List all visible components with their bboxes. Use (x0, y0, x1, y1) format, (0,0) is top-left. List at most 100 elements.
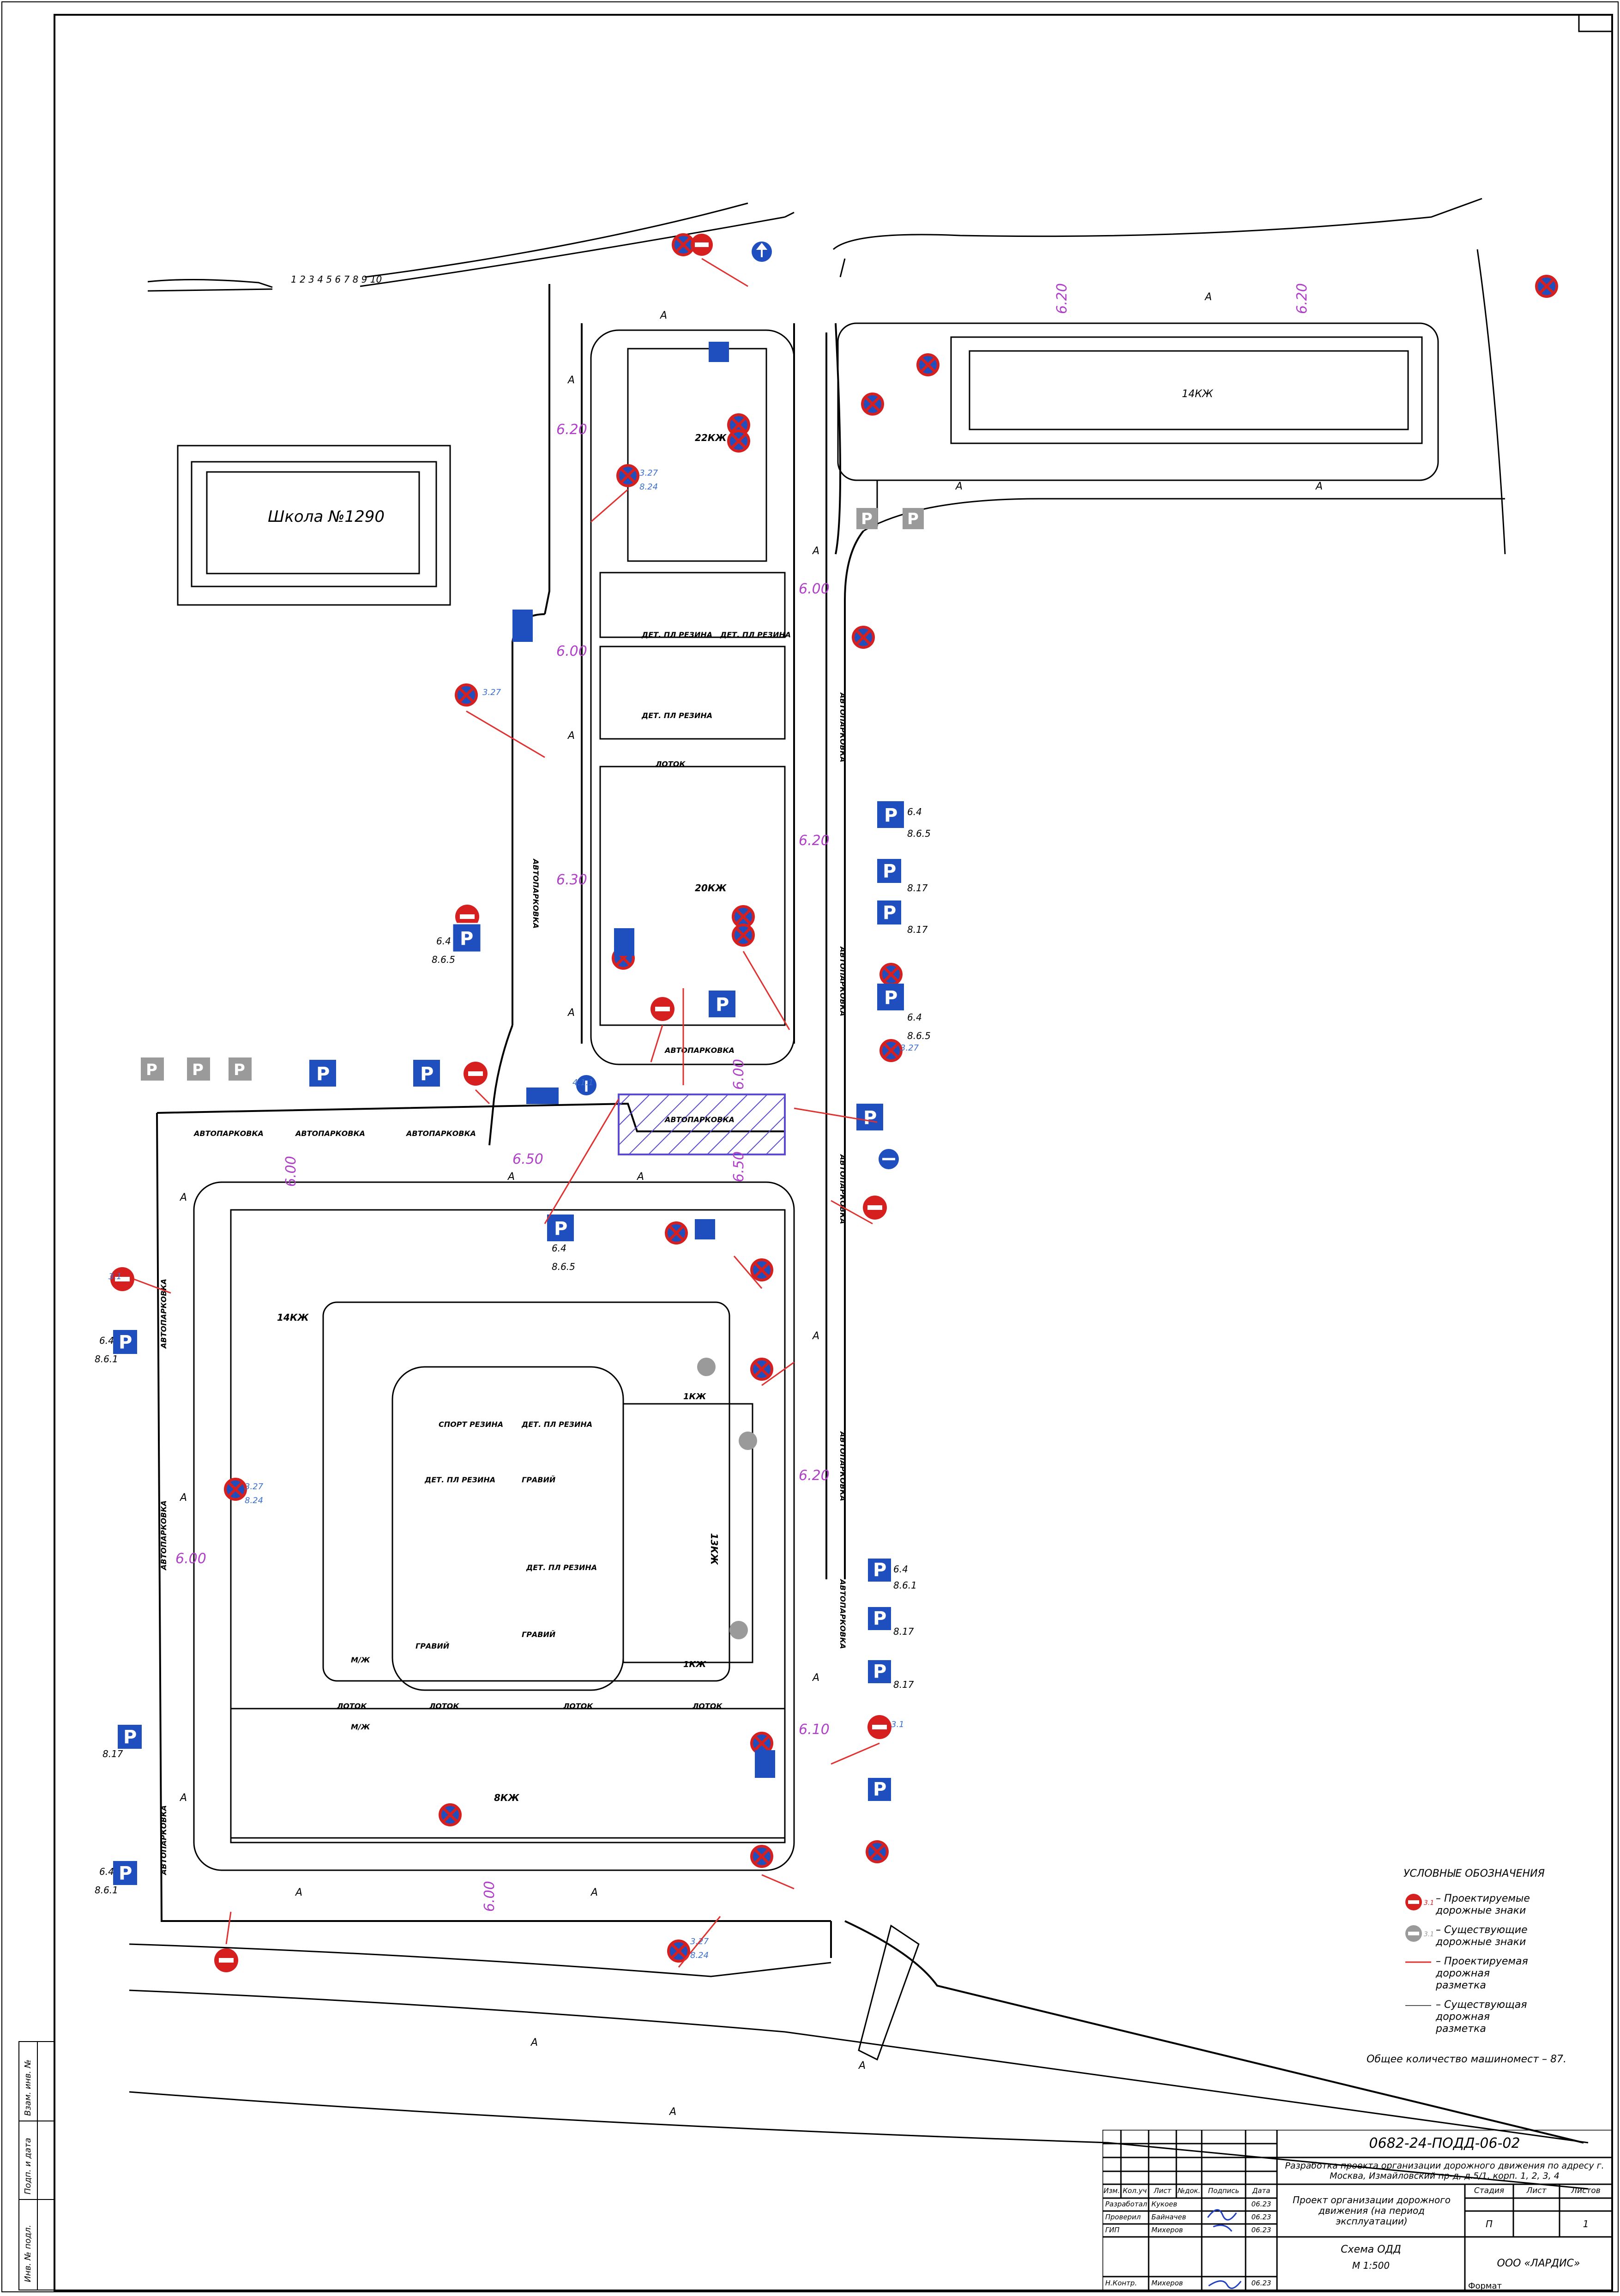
road-width: 6.20 (556, 422, 587, 438)
header-cell: Кол.уч (1123, 2187, 1147, 2195)
walk-marker: А (812, 1330, 819, 1342)
zone-label: ДЕТ. ПЛ РЕЗИНА (521, 1420, 592, 1429)
legend-label: – Существующие дорожные знаки (1436, 1924, 1528, 1948)
zone-label: ГРАВИЙ (416, 1642, 450, 1650)
zone-label: АВТОПАРКОВКА (838, 1154, 847, 1224)
zone-label: АВТОПАРКОВКА (159, 1500, 168, 1571)
walk-marker: А (590, 1887, 598, 1898)
street-label: 1 2 3 4 5 6 7 8 9 10 (291, 274, 382, 285)
zone-label: М/Ж (351, 1722, 370, 1731)
zone-label: ГРАВИЙ (522, 1630, 556, 1639)
sign-code: 6.4 (907, 806, 922, 817)
signature-icon (1204, 2199, 1246, 2245)
sign-code: 6.4 (436, 936, 451, 947)
zone-label: ЛОТОК (429, 1702, 459, 1710)
top-street (147, 198, 1482, 292)
walk-marker: А (567, 375, 575, 386)
legend: УСЛОВНЫЕ ОБОЗНАЧЕНИЯ 3.1 – Проектируемые… (1367, 1868, 1607, 2066)
road-width: 6.00 (175, 1551, 206, 1567)
legend-code: 3.1 (1424, 1899, 1434, 1907)
legend-label: – Проектируемые дорожные знаки (1436, 1893, 1530, 1916)
role-cell: ГИП (1105, 2226, 1120, 2235)
building-label: 14КЖ (1182, 388, 1214, 400)
road-width: 6.20 (799, 1468, 830, 1484)
stamp-label: Подп. и дата (23, 2138, 33, 2194)
bottom-area (129, 1924, 1589, 2190)
svg-text:P: P (884, 805, 897, 826)
role-cell: Н.Контр. (1105, 2279, 1137, 2288)
drawing-title: Схема ОДД (1341, 2244, 1401, 2256)
svg-text:P: P (146, 1061, 157, 1079)
proposed-sign-icon: 3.1 (1405, 1894, 1434, 1910)
road-width: 6.00 (731, 1059, 747, 1090)
direction-signs (512, 242, 899, 1778)
svg-text:P: P (554, 1218, 567, 1239)
sheet-value (1513, 2211, 1560, 2237)
header-cell: Изм. (1103, 2187, 1120, 2195)
zone-label: АВТОПАРКОВКА (664, 1115, 735, 1124)
stamp-label: Взам. инв. № (23, 2059, 33, 2116)
walk-marker: А (659, 310, 667, 321)
header-cell: №док. (1178, 2187, 1200, 2195)
walk-marker: А (567, 730, 575, 742)
title-block-grid (1102, 2130, 1612, 2290)
svg-text:P: P (873, 1779, 886, 1800)
zone-label: АВТОПАРКОВКА (838, 1578, 847, 1649)
svg-text:P: P (234, 1061, 245, 1079)
sign-code: 8.6.5 (552, 1261, 575, 1272)
zone-label: ДЕТ. ПЛ РЕЗИНА (641, 711, 712, 720)
svg-text:P: P (316, 1063, 330, 1085)
drawing-scale: М 1:500 (1352, 2260, 1390, 2271)
zone-label: АВТОПАРКОВКА (531, 858, 540, 929)
sheets-value: 1 (1583, 2218, 1589, 2230)
proposed-marking-icon (1405, 1961, 1431, 1963)
header-cell: Дата (1252, 2187, 1271, 2195)
road-width: 6.10 (799, 1722, 830, 1738)
svg-text:P: P (873, 1608, 886, 1629)
date-cell: 06.23 (1251, 2279, 1271, 2288)
zone-label: ГРАВИЙ (522, 1475, 556, 1484)
signature-icon (1208, 2280, 1242, 2289)
hatched-parking (618, 1094, 786, 1155)
sign-code: 8.24 (639, 482, 658, 492)
road-width: 6.20 (799, 833, 830, 849)
svg-text:P: P (119, 1332, 132, 1353)
building-label: 1КЖ (683, 1660, 706, 1669)
sign-code: 8.17 (893, 1626, 914, 1637)
sign-code: 8.17 (893, 1679, 914, 1690)
svg-text:P: P (883, 861, 896, 882)
zone-label: АВТОПАРКОВКА (664, 1046, 735, 1055)
sign-code: 3.27 (482, 688, 501, 697)
sign-code: 3.27 (245, 1482, 264, 1492)
header-cell: Подпись (1208, 2187, 1240, 2195)
sign-code: 6.4 (907, 1012, 922, 1023)
zone-label: АВТОПАРКОВКА (193, 1129, 264, 1138)
walk-marker: А (1315, 481, 1323, 492)
zone-label: АВТОПАРКОВКА (159, 1805, 168, 1876)
sign-code: 3.1 (108, 1272, 122, 1281)
sign-code: 3.27 (900, 1043, 919, 1053)
sign-code: 8.6.1 (893, 1580, 917, 1591)
zone-label: ДЕТ. ПЛ РЕЗИНА (641, 630, 712, 639)
zone-label: ЛОТОК (337, 1702, 367, 1710)
header-cell: Лист (1153, 2187, 1171, 2195)
walk-marker: А (955, 481, 963, 492)
name-cell: Михеров (1151, 2279, 1183, 2288)
walk-marker: А (507, 1171, 515, 1183)
format-label: Формат (1468, 2281, 1502, 2291)
building-label: 13КЖ (709, 1533, 720, 1565)
legend-label: – Существующая дорожная разметка (1436, 1999, 1527, 2035)
existing-sign-icon: 3.1 (1405, 1925, 1434, 1942)
walk-marker: А (295, 1887, 302, 1898)
title-block: 0682-24-ПОДД-06-02 Разработка проекта ор… (1102, 2130, 1612, 2290)
sheets-header: Листов (1571, 2186, 1601, 2196)
sign-code: 8.17 (907, 924, 928, 935)
zone-label: АВТОПАРКОВКА (838, 692, 847, 762)
svg-text:P: P (861, 510, 873, 528)
legend-item: 3.1 – Существующие дорожные знаки (1403, 1924, 1607, 1948)
legend-item: – Существующая дорожная разметка (1403, 1999, 1607, 2035)
sign-code: 8.24 (245, 1496, 263, 1505)
corner-box (1578, 14, 1613, 32)
